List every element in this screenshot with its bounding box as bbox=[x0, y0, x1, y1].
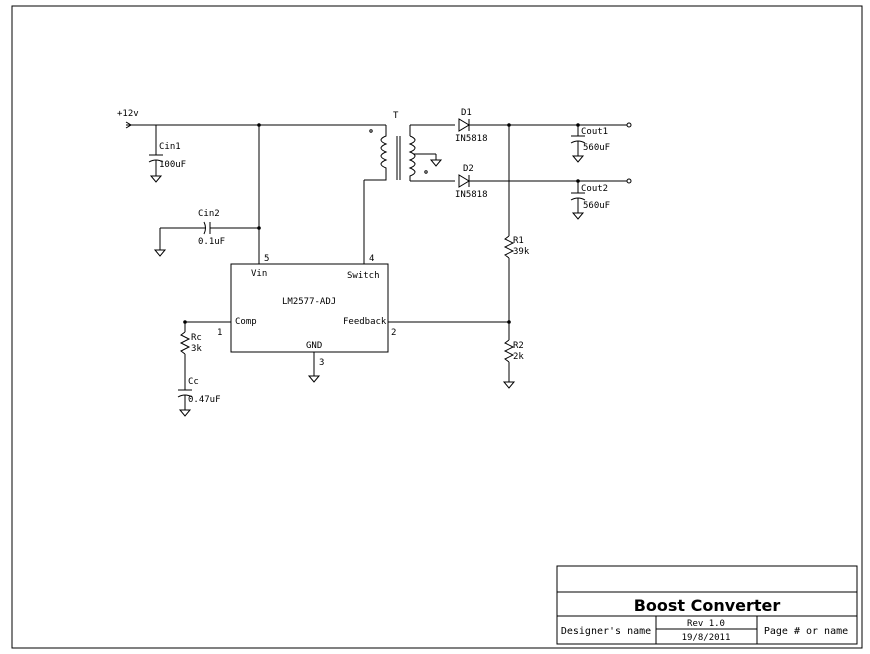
d2-ref: D2 bbox=[463, 164, 474, 174]
d2-value: IN5818 bbox=[455, 190, 488, 200]
cc-ref: Cc bbox=[188, 377, 199, 387]
r1-value: 39k bbox=[513, 247, 530, 257]
capacitor-cin1: Cin1 100uF bbox=[148, 125, 186, 183]
pin-vin-label: Vin bbox=[251, 269, 267, 279]
ground-icon bbox=[153, 249, 167, 257]
pin-feedback-number: 2 bbox=[391, 328, 396, 338]
cc-value: 0.47uF bbox=[188, 395, 221, 405]
pin-gnd-label: GND bbox=[306, 341, 322, 351]
designer-name: Designer's name bbox=[561, 626, 651, 637]
d1-value: IN5818 bbox=[455, 134, 488, 144]
cin2-value: 0.1uF bbox=[198, 237, 225, 247]
ground-icon bbox=[178, 409, 192, 417]
transformer-label: T bbox=[393, 111, 399, 121]
rc-value: 3k bbox=[191, 344, 202, 354]
capacitor-cin2: Cin2 0.1uF bbox=[153, 125, 261, 264]
ground-icon bbox=[502, 381, 516, 389]
cin2-ref: Cin2 bbox=[198, 209, 220, 219]
pin-vin-number: 5 bbox=[264, 254, 269, 264]
pin-comp-number: 1 bbox=[217, 328, 222, 338]
supply-label: +12v bbox=[117, 109, 139, 119]
ic-ground bbox=[307, 352, 321, 383]
pin-comp-label: Comp bbox=[235, 317, 257, 327]
revision: Rev 1.0 bbox=[687, 619, 725, 629]
cout1-ref: Cout1 bbox=[581, 127, 608, 137]
r1-ref: R1 bbox=[513, 236, 524, 246]
ic-lm2577: LM2577-ADJ Vin 5 Switch 4 Comp 1 Feedbac… bbox=[217, 254, 396, 368]
ground-icon bbox=[429, 159, 443, 167]
sheet-border bbox=[11, 5, 863, 649]
rc-ref: Rc bbox=[191, 333, 202, 343]
r2-value: 2k bbox=[513, 352, 524, 362]
title-block-title: Boost Converter bbox=[634, 596, 781, 615]
cin1-value: 100uF bbox=[159, 160, 186, 170]
title-block: Boost Converter Designer's name Rev 1.0 … bbox=[556, 565, 858, 645]
ground-icon bbox=[571, 212, 585, 220]
resistor-rc: Rc 3k bbox=[179, 320, 231, 390]
cout2-ref: Cout2 bbox=[581, 184, 608, 194]
transformer: T bbox=[364, 111, 455, 182]
ground-icon bbox=[307, 375, 321, 383]
supply-rail: +12v bbox=[117, 109, 386, 129]
capacitor-cout1: Cout1 560uF bbox=[570, 123, 610, 163]
capacitor-cout2: Cout2 560uF bbox=[570, 179, 610, 220]
r2-ref: R2 bbox=[513, 341, 524, 351]
pin-gnd-number: 3 bbox=[319, 358, 324, 368]
pin-feedback-label: Feedback bbox=[343, 317, 387, 327]
pin-switch-label: Switch bbox=[347, 271, 380, 281]
ic-part-label: LM2577-ADJ bbox=[282, 297, 336, 307]
d1-ref: D1 bbox=[461, 108, 472, 118]
cout2-value: 560uF bbox=[583, 201, 610, 211]
pin-switch-number: 4 bbox=[369, 254, 374, 264]
resistor-r1: R1 39k bbox=[503, 125, 530, 340]
cout1-value: 560uF bbox=[583, 143, 610, 153]
diode-d2: D2 IN5818 bbox=[455, 164, 632, 200]
page-name: Page # or name bbox=[764, 626, 848, 637]
ground-icon bbox=[571, 155, 585, 163]
capacitor-cc: Cc 0.47uF bbox=[177, 377, 221, 417]
date: 19/8/2011 bbox=[682, 633, 731, 643]
diode-d1: D1 IN5818 bbox=[455, 108, 632, 144]
ground-icon bbox=[149, 175, 163, 183]
cin1-ref: Cin1 bbox=[159, 142, 181, 152]
resistor-r2: R2 2k bbox=[502, 320, 524, 389]
